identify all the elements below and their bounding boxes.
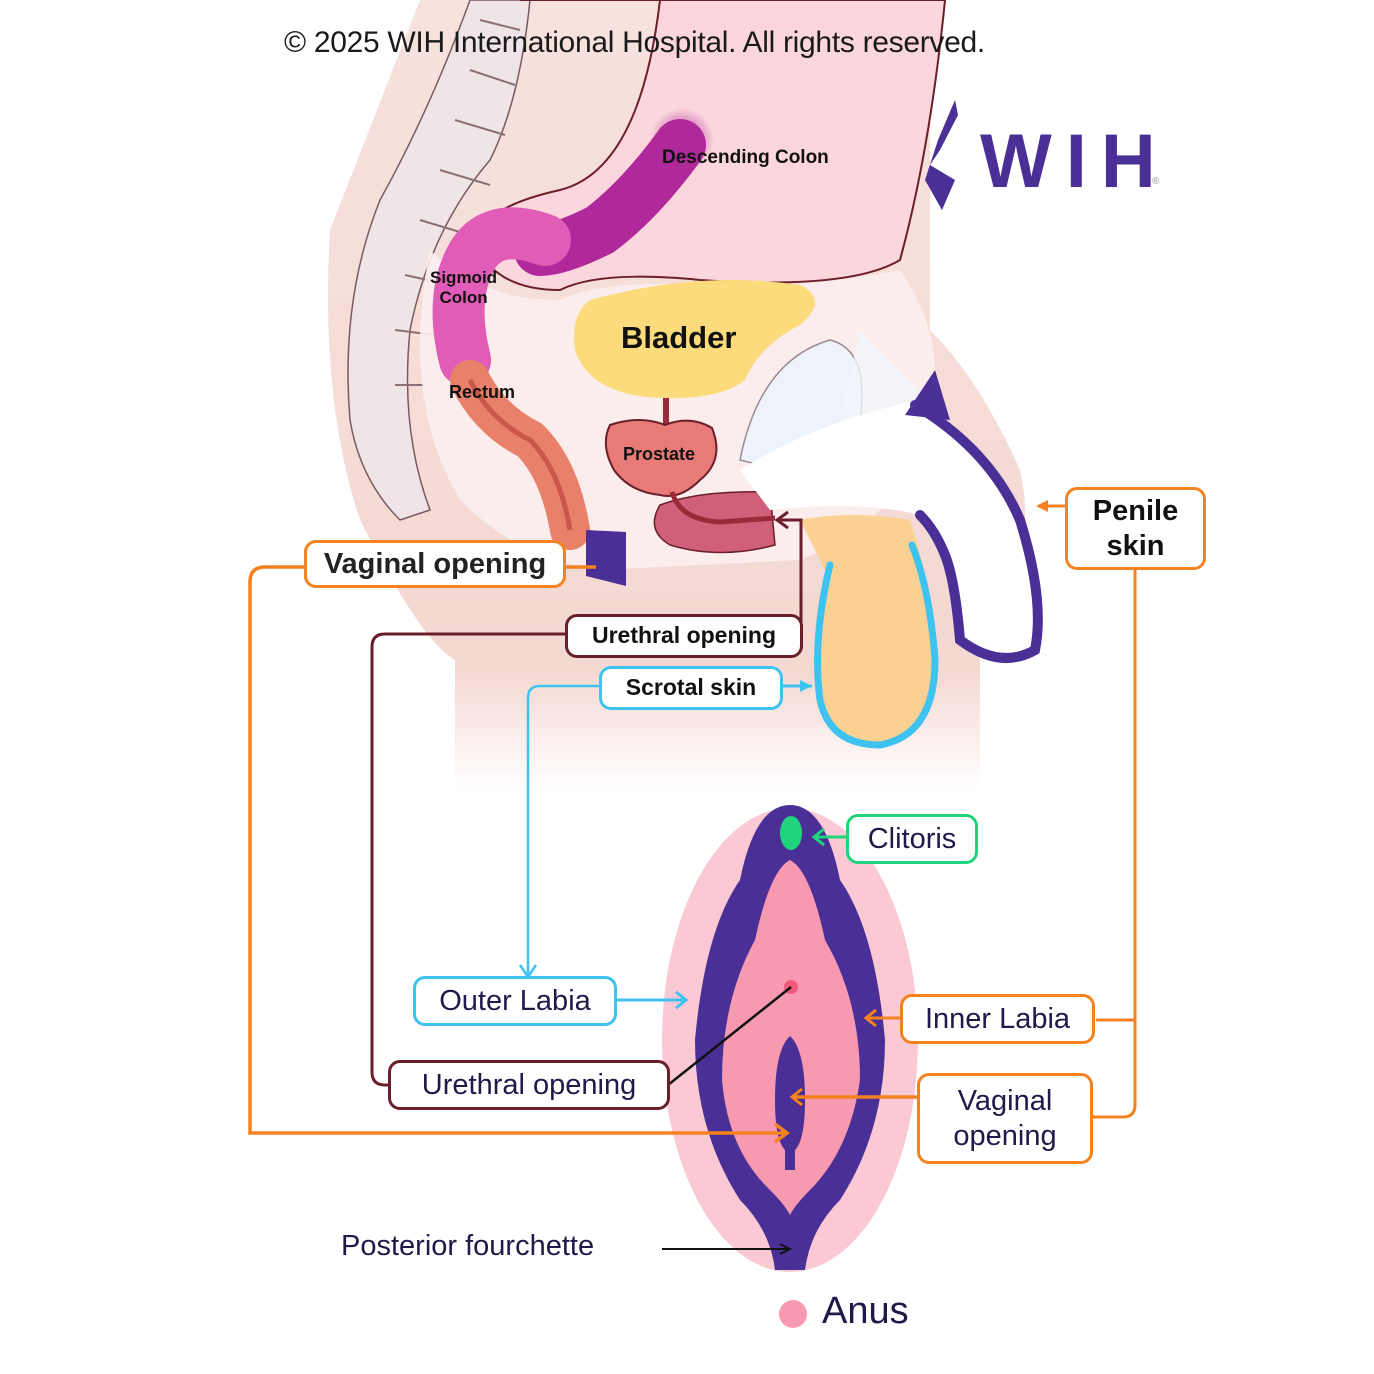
label-sigmoid-colon: Sigmoid Colon	[430, 268, 497, 307]
label-vaginal-line2: opening	[953, 1119, 1057, 1152]
anus-dot	[779, 1300, 807, 1328]
spine	[347, 0, 531, 521]
label-vaginal-line1: Vaginal	[957, 1084, 1053, 1117]
connector-vaginal-opening	[248, 565, 785, 1135]
label-posterior-fourchette: Posterior fourchette	[341, 1230, 595, 1262]
label-clitoris: Clitoris	[846, 814, 978, 864]
label-prostate: Prostate	[623, 444, 696, 464]
label-penile-line1: Penile	[1092, 494, 1179, 527]
label-male-urethral-opening: Urethral opening	[565, 614, 803, 658]
scrotum	[800, 515, 936, 746]
clitoris-dot	[780, 816, 802, 850]
label-sigmoid-line2: Colon	[439, 287, 488, 307]
brand-logo: WIH	[980, 119, 1170, 204]
scrotal-skin-outline	[814, 541, 939, 749]
label-scrotal-skin: Scrotal skin	[599, 666, 783, 710]
label-male-vaginal-opening: Vaginal opening	[304, 540, 566, 588]
label-female-vaginal-opening: Vaginal opening	[917, 1073, 1093, 1164]
registered-mark: ®	[1152, 176, 1160, 187]
label-sigmoid-line1: Sigmoid	[430, 268, 498, 287]
label-outer-labia: Outer Labia	[413, 976, 617, 1026]
male-vaginal-block	[586, 530, 626, 586]
label-female-urethral-opening: Urethral opening	[388, 1060, 670, 1110]
label-rectum: Rectum	[449, 382, 516, 402]
copyright-notice: © 2025 WIH International Hospital. All r…	[284, 26, 985, 59]
label-descending-colon: Descending Colon	[662, 147, 829, 168]
label-bladder: Bladder	[621, 320, 737, 355]
bladder-shape	[574, 280, 815, 399]
label-penile-line2: skin	[1106, 529, 1165, 562]
connector-urethral-opening	[370, 632, 566, 1087]
logo-mark	[925, 100, 958, 210]
connector-scrotal-skin	[526, 684, 600, 975]
label-inner-labia: Inner Labia	[900, 994, 1095, 1044]
penile-skin-outline	[910, 400, 1043, 663]
label-penile-skin: Penile skin	[1065, 487, 1206, 570]
prostate-shape	[604, 419, 718, 497]
sigmoid-colon	[432, 207, 571, 386]
penis-shaft	[740, 400, 1034, 658]
label-anus: Anus	[822, 1290, 909, 1332]
